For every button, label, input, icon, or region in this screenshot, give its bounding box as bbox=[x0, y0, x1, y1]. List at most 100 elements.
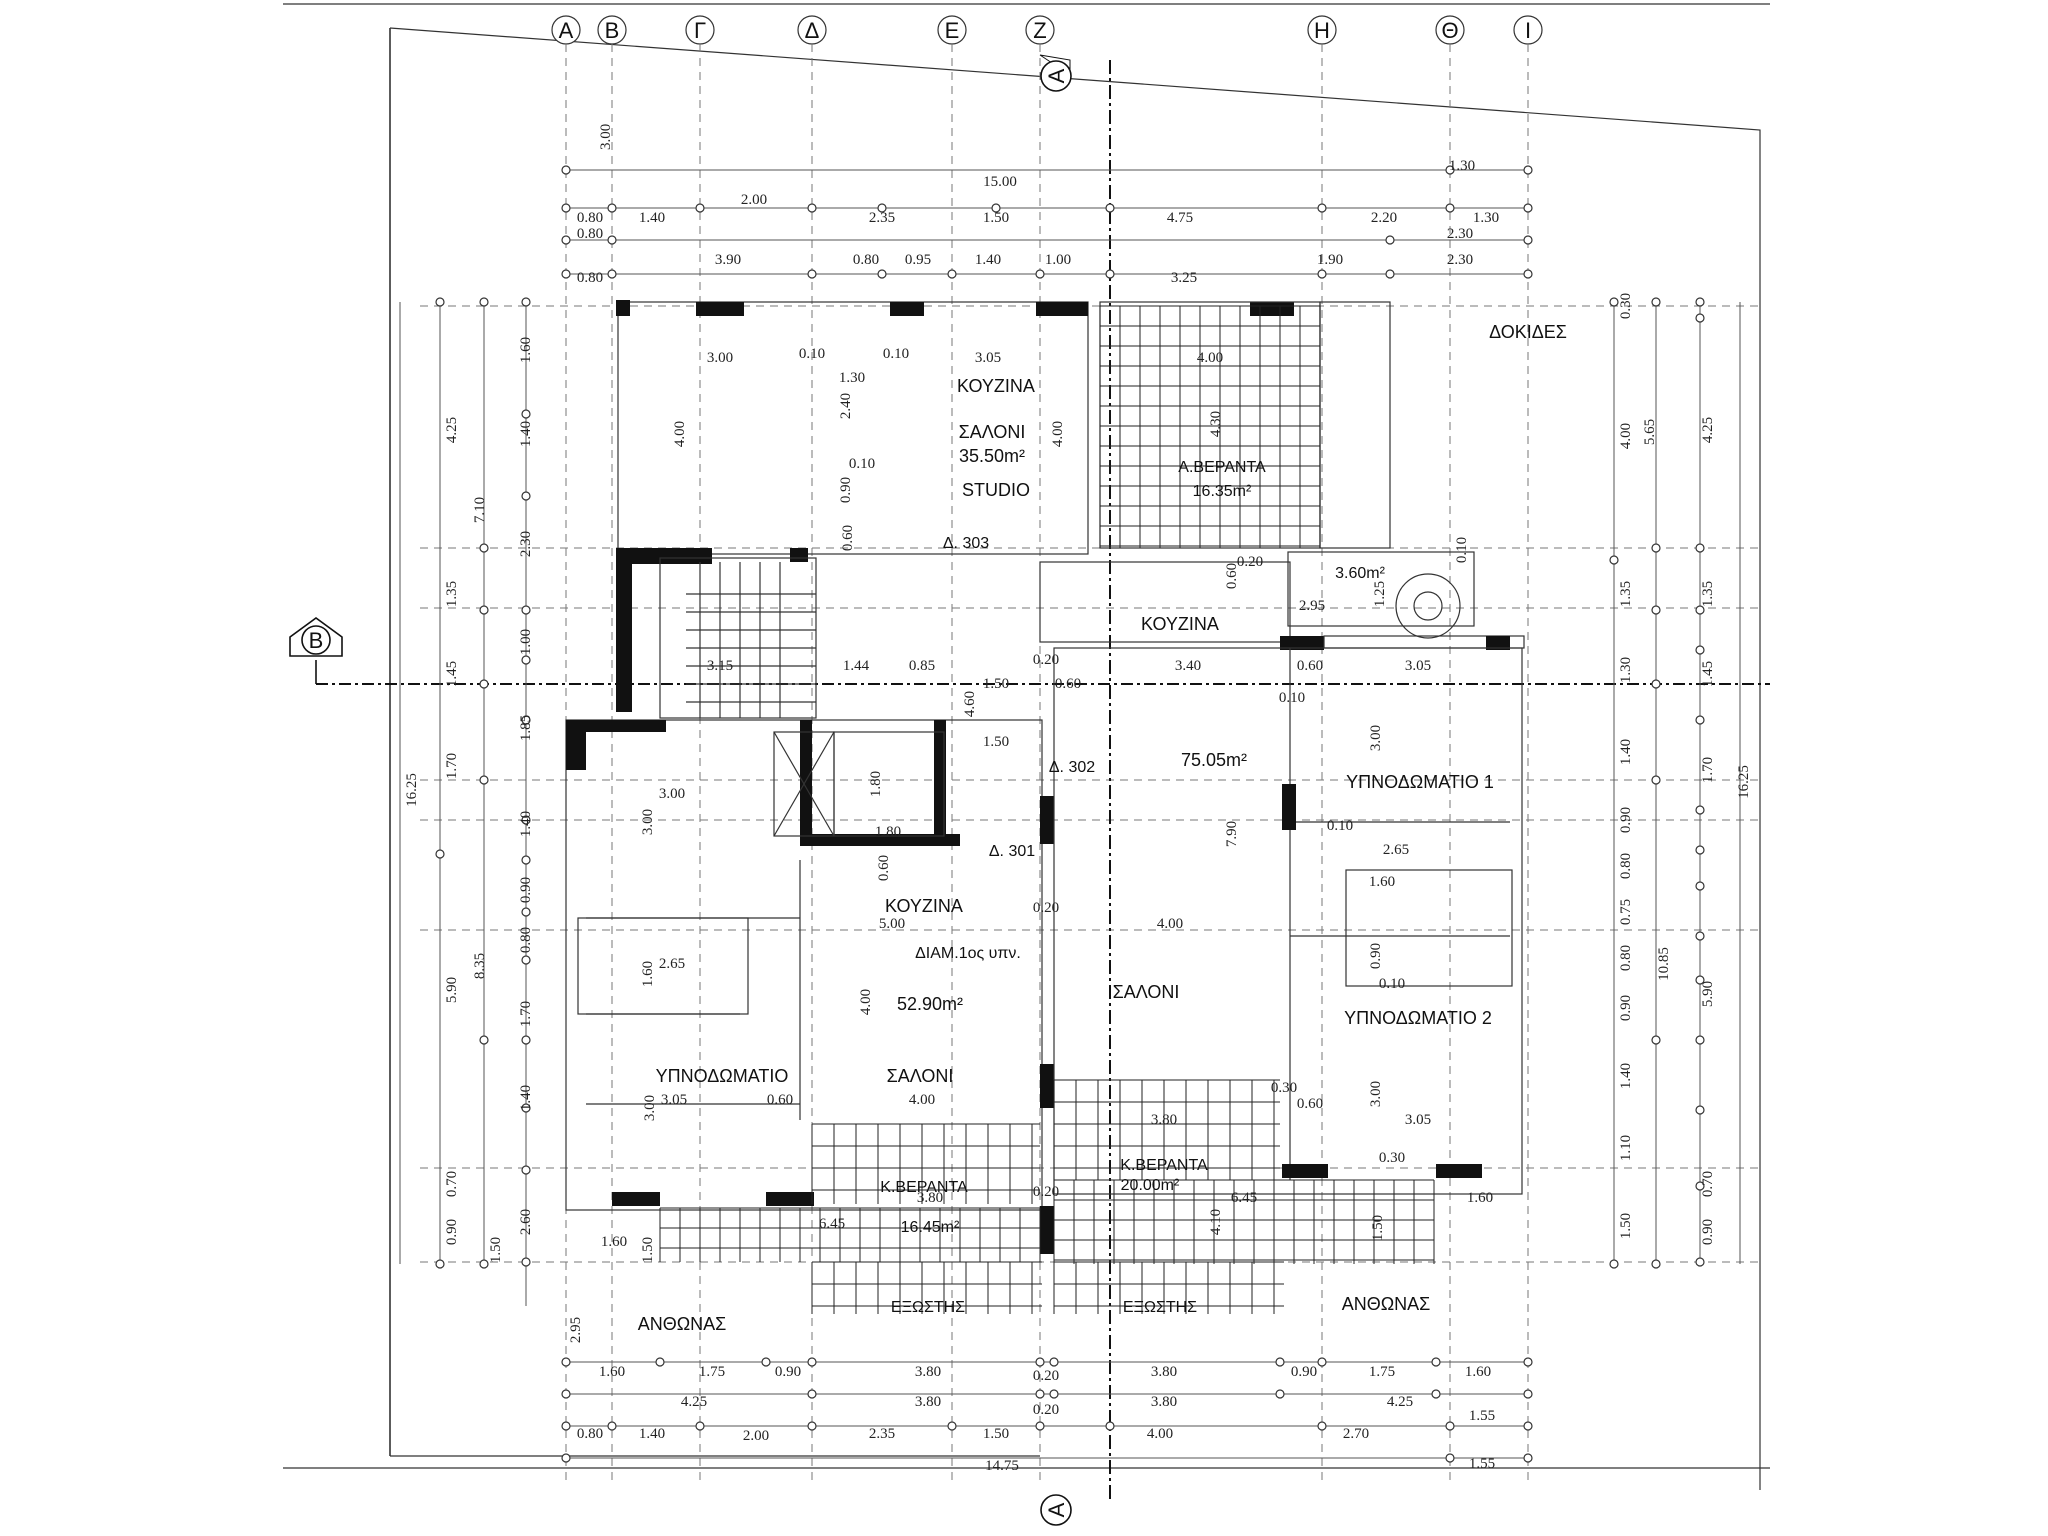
svg-text:5.00: 5.00 bbox=[879, 916, 905, 932]
svg-text:1.60: 1.60 bbox=[601, 1234, 627, 1250]
dimension-dot bbox=[479, 1259, 489, 1269]
dimension-dot bbox=[1035, 1389, 1045, 1399]
dimension-dot bbox=[1317, 1357, 1327, 1367]
flowerbed-right-label: ΑΝΘΩΝΑΣ bbox=[1342, 1294, 1431, 1314]
dimension-dot bbox=[761, 1357, 771, 1367]
dimension-dot bbox=[607, 203, 617, 213]
kitchen-right-label: ΚΟΥΖΙΝΑ bbox=[1141, 614, 1219, 634]
dimension-dot bbox=[1695, 1181, 1705, 1191]
svg-text:1.50: 1.50 bbox=[488, 1237, 504, 1263]
top-dimensions: 3.00 15.00 1.30 0.80 1.40 2.00 2.35 1.50… bbox=[577, 124, 1499, 286]
svg-text:1.50: 1.50 bbox=[640, 1237, 656, 1263]
svg-text:Ε: Ε bbox=[945, 18, 960, 43]
salon-left-label: ΣΑΛΟΝΙ bbox=[887, 1066, 954, 1086]
dimension-dot bbox=[1035, 1421, 1045, 1431]
svg-text:4.00: 4.00 bbox=[1618, 423, 1634, 449]
svg-text:0.80: 0.80 bbox=[518, 927, 534, 953]
right-dimensions: 16.25 5.65 10.85 4.25 1.35 1.45 1.70 5.9… bbox=[1618, 293, 1752, 1245]
svg-text:0.95: 0.95 bbox=[905, 252, 931, 268]
svg-text:3.05: 3.05 bbox=[975, 350, 1001, 366]
svg-text:1.75: 1.75 bbox=[1369, 1364, 1395, 1380]
svg-text:7.90: 7.90 bbox=[1224, 821, 1240, 847]
svg-text:Ι: Ι bbox=[1525, 18, 1531, 43]
bedroom1-label: ΥΠΝΟΔΩΜΑΤΙΟ 1 bbox=[1346, 772, 1494, 792]
dimension-dot bbox=[1695, 297, 1705, 307]
svg-text:2.30: 2.30 bbox=[518, 531, 534, 557]
svg-text:1.00: 1.00 bbox=[1045, 252, 1071, 268]
dimension-dot bbox=[521, 815, 531, 825]
dimension-dot bbox=[521, 605, 531, 615]
svg-text:14.75: 14.75 bbox=[985, 1458, 1019, 1474]
dimension-dot bbox=[521, 655, 531, 665]
dimension-dot bbox=[1695, 715, 1705, 725]
dimension-dot bbox=[1445, 1453, 1455, 1463]
dimension-dot bbox=[521, 409, 531, 419]
right-area-label: 75.05m² bbox=[1181, 750, 1247, 770]
bedroom2-label: ΥΠΝΟΔΩΜΑΤΙΟ 2 bbox=[1344, 1008, 1492, 1028]
svg-text:1.50: 1.50 bbox=[983, 676, 1009, 692]
kitchen-left-label: ΚΟΥΖΙΝΑ bbox=[885, 896, 963, 916]
dimension-dot bbox=[521, 1035, 531, 1045]
svg-text:1.80: 1.80 bbox=[875, 824, 901, 840]
dimension-dot bbox=[479, 679, 489, 689]
dimension-dot bbox=[1695, 1257, 1705, 1267]
svg-text:1.60: 1.60 bbox=[599, 1364, 625, 1380]
beams-label: ΔΟΚΙΔΕΣ bbox=[1489, 322, 1567, 342]
dimension-dot bbox=[1695, 931, 1705, 941]
svg-text:1.30: 1.30 bbox=[1449, 158, 1475, 174]
svg-text:1.60: 1.60 bbox=[518, 337, 534, 363]
svg-text:Θ: Θ bbox=[1441, 18, 1458, 43]
dimension-dot bbox=[1695, 605, 1705, 615]
svg-text:0.20: 0.20 bbox=[1237, 554, 1263, 570]
svg-text:2.00: 2.00 bbox=[743, 1428, 769, 1444]
svg-text:10.85: 10.85 bbox=[1656, 947, 1672, 981]
dimension-dot bbox=[561, 203, 571, 213]
svg-text:16.25: 16.25 bbox=[1736, 765, 1752, 799]
dimension-dot bbox=[695, 1421, 705, 1431]
dimension-dot bbox=[561, 1357, 571, 1367]
dimension-dot bbox=[1695, 313, 1705, 323]
svg-text:2.65: 2.65 bbox=[659, 956, 685, 972]
svg-text:3.05: 3.05 bbox=[661, 1092, 687, 1108]
svg-text:Α: Α bbox=[559, 18, 574, 43]
dimension-dot bbox=[1445, 165, 1455, 175]
svg-text:2.30: 2.30 bbox=[1447, 226, 1473, 242]
dimension-dot bbox=[1523, 1453, 1533, 1463]
dimension-dot bbox=[1049, 1357, 1059, 1367]
svg-text:Ζ: Ζ bbox=[1033, 18, 1046, 43]
svg-text:1.35: 1.35 bbox=[444, 581, 460, 607]
svg-text:2.95: 2.95 bbox=[1299, 598, 1325, 614]
svg-text:1.30: 1.30 bbox=[839, 370, 865, 386]
dimension-dot bbox=[807, 1389, 817, 1399]
dimension-dot bbox=[561, 269, 571, 279]
dimension-lines bbox=[399, 169, 1741, 1459]
dimension-dot bbox=[1317, 269, 1327, 279]
dimension-dot bbox=[991, 203, 1001, 213]
svg-text:2.00: 2.00 bbox=[741, 192, 767, 208]
svg-text:1.40: 1.40 bbox=[518, 811, 534, 837]
dimension-dot bbox=[1523, 1389, 1533, 1399]
dimension-dot bbox=[1651, 297, 1661, 307]
svg-text:4.25: 4.25 bbox=[1387, 1394, 1413, 1410]
svg-text:1.55: 1.55 bbox=[1469, 1456, 1495, 1472]
dimension-dot bbox=[1695, 881, 1705, 891]
veranda-k-left-label: Κ.ΒΕΡΑΝΤΑ bbox=[880, 1179, 968, 1196]
svg-text:0.30: 0.30 bbox=[1618, 293, 1634, 319]
svg-text:0.80: 0.80 bbox=[577, 270, 603, 286]
svg-text:3.80: 3.80 bbox=[917, 1190, 943, 1206]
svg-text:0.60: 0.60 bbox=[1297, 658, 1323, 674]
apt-left-label: ΔΙΑΜ.1ος υπν. bbox=[915, 945, 1021, 962]
svg-text:1.45: 1.45 bbox=[444, 661, 460, 687]
svg-text:4.25: 4.25 bbox=[1700, 417, 1716, 443]
svg-text:1.50: 1.50 bbox=[983, 734, 1009, 750]
svg-text:1.90: 1.90 bbox=[1317, 252, 1343, 268]
svg-text:0.60: 0.60 bbox=[876, 855, 892, 881]
svg-text:0.10: 0.10 bbox=[1279, 690, 1305, 706]
svg-text:0.60: 0.60 bbox=[767, 1092, 793, 1108]
dimension-dot bbox=[1695, 805, 1705, 815]
svg-text:1.40: 1.40 bbox=[1618, 739, 1634, 765]
veranda-a-label: Α.ΒΕΡΑΝΤΑ bbox=[1178, 459, 1266, 476]
veranda-k-right-label: Κ.ΒΕΡΑΝΤΑ bbox=[1120, 1157, 1208, 1174]
svg-text:3.90: 3.90 bbox=[715, 252, 741, 268]
svg-text:Η: Η bbox=[1314, 18, 1330, 43]
